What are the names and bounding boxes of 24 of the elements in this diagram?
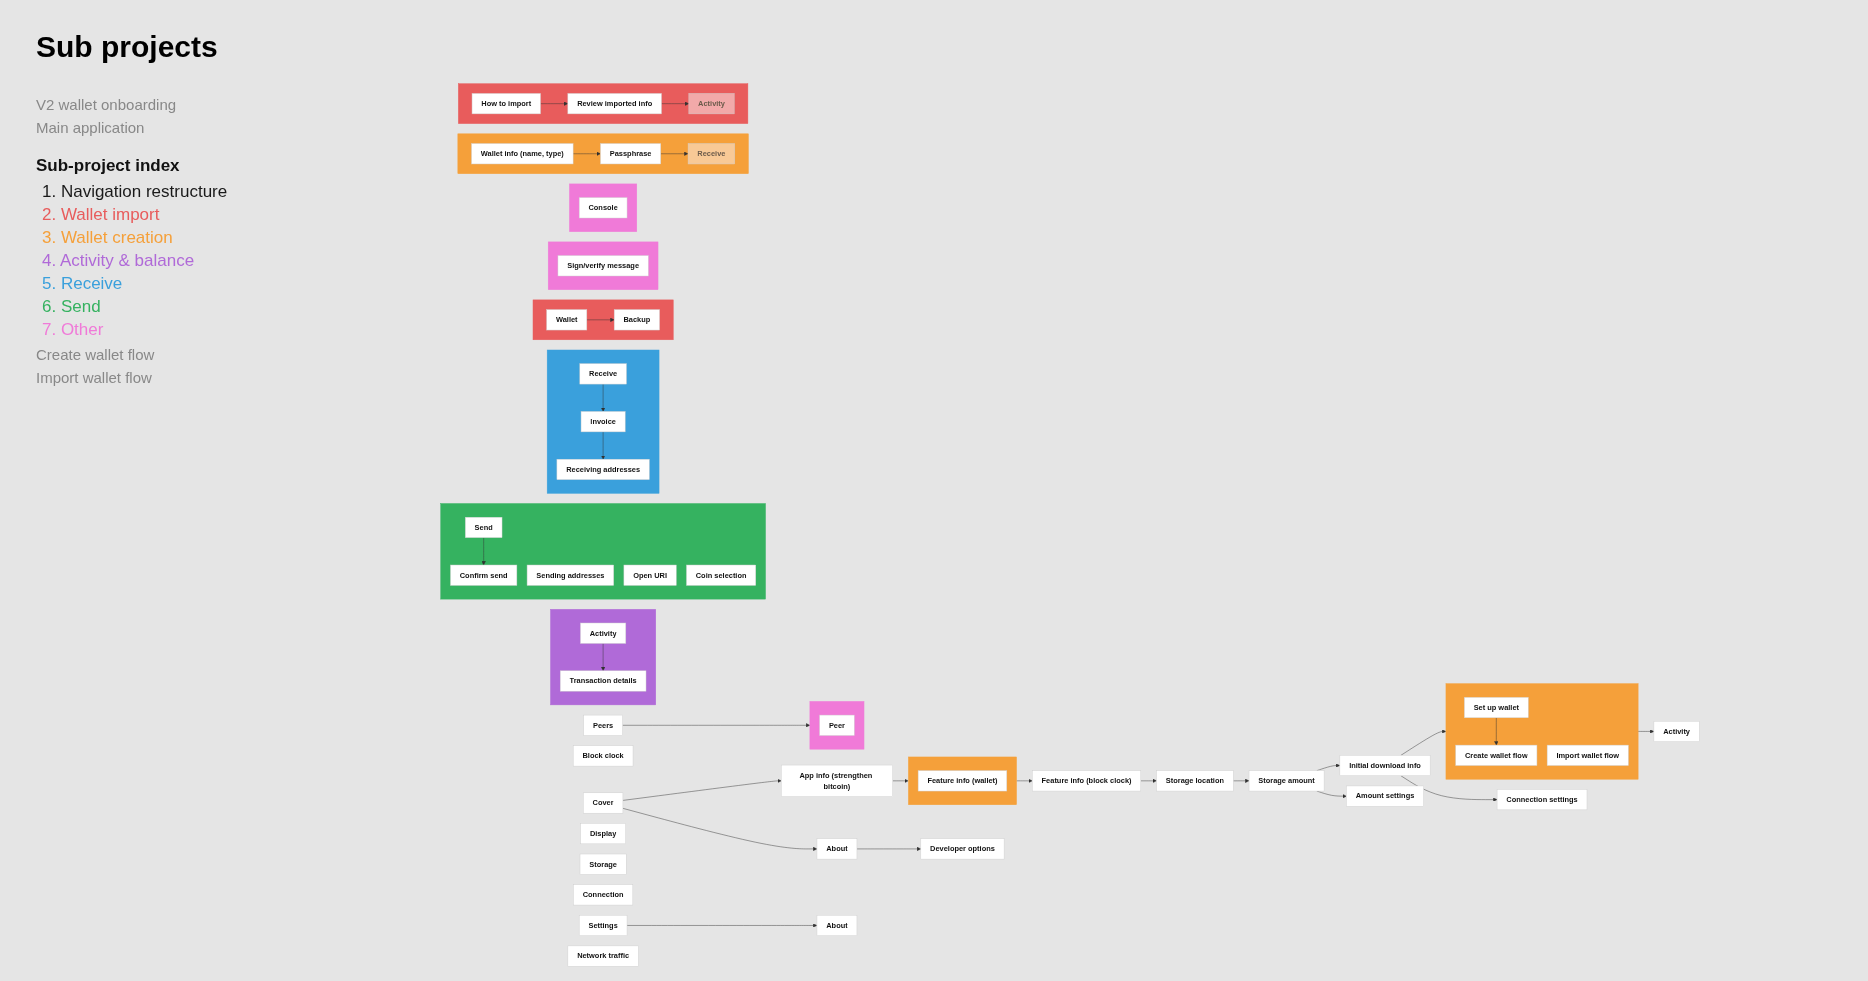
cluster: [546, 349, 660, 494]
cluster: [550, 609, 656, 706]
legend-item: 6. Send: [42, 297, 102, 317]
section-label: Import wallet flow: [36, 369, 153, 386]
legend-item: 2. Wallet import: [42, 205, 161, 225]
legend-item: 5. Receive: [42, 274, 124, 294]
section-label: V2 wallet onboarding: [36, 96, 178, 113]
legend-heading: Sub-project index: [36, 156, 181, 176]
section-label: Main application: [36, 119, 146, 136]
legend-item: 3. Wallet creation: [42, 228, 174, 248]
legend-item: 7. Other: [42, 320, 105, 340]
cluster: [548, 241, 659, 290]
cluster: [458, 83, 749, 124]
title: Sub projects: [36, 30, 218, 64]
section-label: Create wallet flow: [36, 346, 156, 363]
cluster: [457, 133, 749, 174]
cluster: [908, 756, 1017, 805]
cluster: [1445, 683, 1639, 780]
cluster: [440, 503, 766, 600]
legend-item: 1. Navigation restructure: [42, 182, 229, 202]
cluster: [809, 701, 865, 750]
legend-item: 4. Activity & balance: [42, 251, 196, 271]
cluster: [532, 299, 674, 341]
cluster: [569, 183, 637, 232]
